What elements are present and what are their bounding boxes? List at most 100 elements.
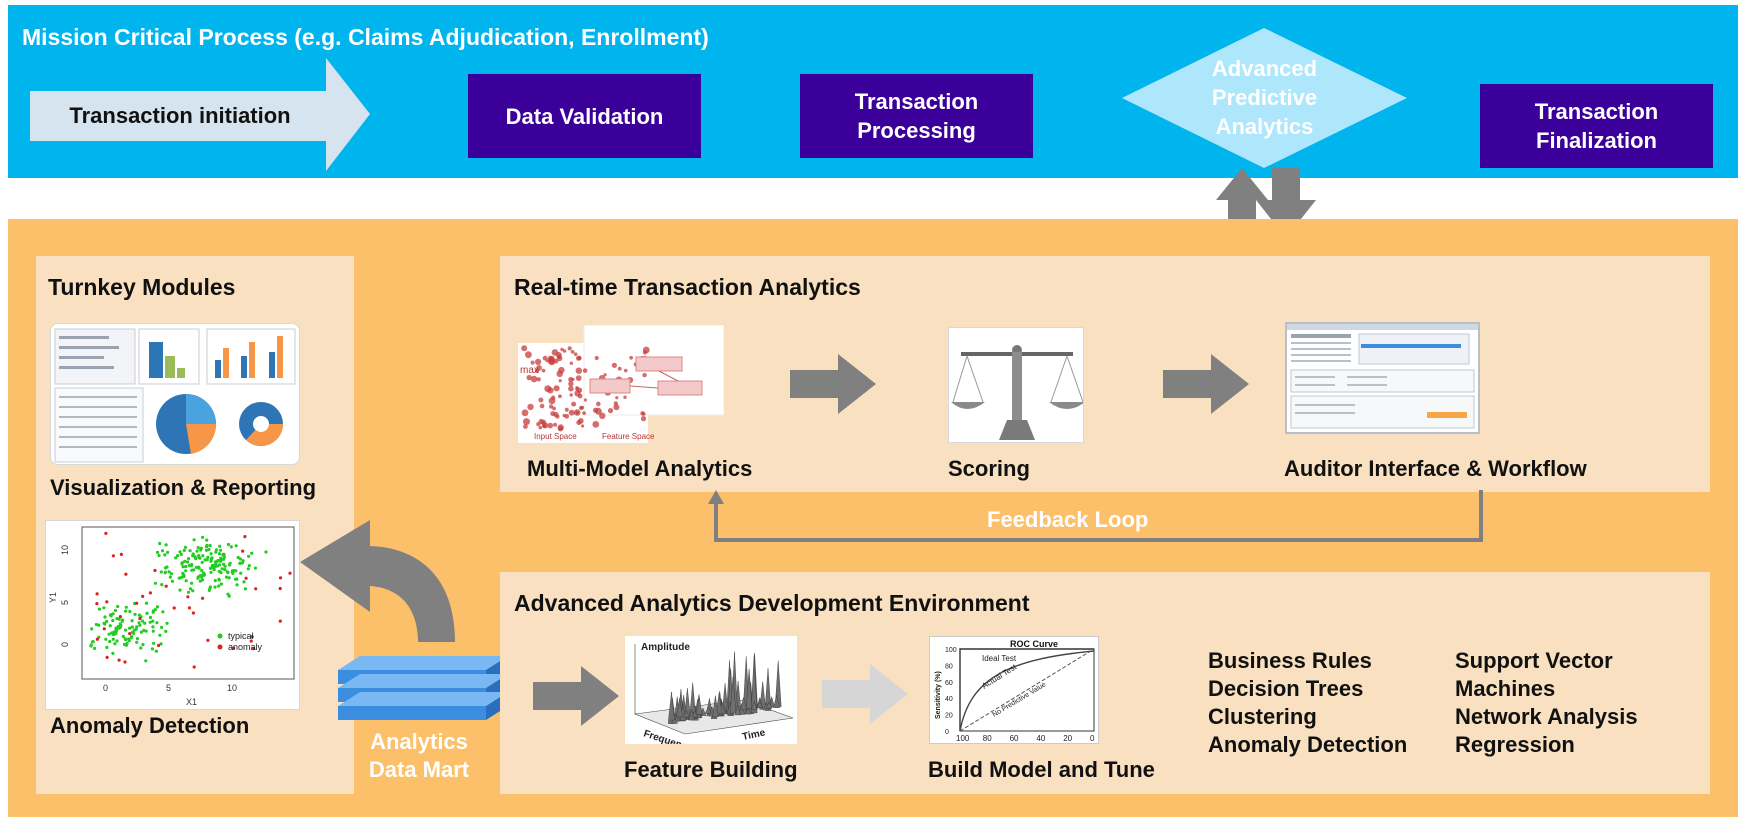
roc-ytick: 100: [945, 647, 957, 654]
scatter-dot: [165, 621, 169, 625]
scatter-dot: [144, 601, 149, 605]
scatter-dot: [90, 640, 95, 644]
scatter-dot: [195, 549, 199, 553]
multi-model-dot: [556, 370, 563, 378]
scatter-dot: [217, 569, 221, 573]
multi-model-dot: [557, 426, 564, 432]
scatter-dot: [145, 611, 149, 615]
surface-spike: [765, 701, 773, 709]
scatter-dot: [135, 637, 140, 641]
scatter-dot: [90, 627, 94, 631]
scatter-dot: [111, 612, 115, 616]
scatter-dot: [180, 562, 184, 566]
scatter-dot: [89, 644, 93, 648]
scatter-dot: [108, 639, 112, 644]
roc-xtick: 0: [1090, 734, 1095, 743]
scatter-dot: [153, 581, 157, 585]
multi-model-label: Multi-Model Analytics: [527, 456, 753, 481]
technique-regression: Regression: [1455, 732, 1575, 757]
predictive-analytics-step: Advanced Predictive Analytics: [1122, 28, 1407, 168]
scatter-dot: [148, 620, 152, 624]
scatter-dot: [164, 629, 168, 633]
roc-ytick: 0: [945, 729, 949, 736]
multi-model-dot: [577, 387, 583, 393]
scatter-dot: [127, 637, 131, 641]
multi-model-dot: [603, 373, 607, 377]
scatter-dot: [209, 559, 213, 563]
scatter-dot: [118, 622, 122, 626]
roc-xtick: 60: [1010, 734, 1019, 743]
multi-model-dot: [558, 379, 562, 383]
multi-model-dot: [523, 418, 530, 426]
transaction-processing-line2: Processing: [857, 118, 976, 143]
scatter-dot: [188, 549, 192, 553]
techniques-list-right: Support Vector Machines Network Analysis…: [1455, 647, 1638, 759]
scatter-dot: [95, 602, 99, 606]
scatter-dot: [113, 608, 117, 613]
scatter-dot: [198, 574, 202, 578]
scatter-dot: [243, 535, 247, 539]
scatter-dot: [105, 645, 109, 649]
scatter-dot: [120, 619, 124, 623]
scatter-dot: [243, 587, 247, 591]
multi-model-dot: [548, 397, 556, 405]
multi-model-dot: [642, 350, 648, 355]
multi-model-dot: [544, 385, 552, 393]
scatter-dot: [105, 655, 109, 659]
auditor-interface-image: [1285, 322, 1480, 434]
scatter-dot: [213, 585, 217, 589]
scatter-dot: [190, 568, 194, 572]
scatter-dot: [224, 575, 229, 579]
scatter-dot: [107, 632, 111, 636]
scatter-dot: [181, 572, 185, 577]
scatter-dot: [250, 635, 254, 639]
multi-model-dot: [640, 416, 647, 422]
scatter-dot: [242, 580, 246, 584]
scatter-dot: [240, 561, 244, 565]
scatter-dot: [189, 564, 193, 568]
multi-model-dot: [617, 366, 622, 371]
scatter-dot: [105, 619, 109, 624]
scatter-dot: [201, 535, 205, 539]
scatter-dot: [288, 571, 292, 575]
scatter-ytick-5: 5: [60, 600, 70, 605]
multi-model-dot: [575, 411, 579, 415]
scatter-dot: [207, 588, 211, 592]
multi-model-dot: [579, 405, 584, 411]
multi-model-dot: [567, 346, 572, 351]
multi-model-dot: [629, 355, 633, 360]
scatter-dot: [144, 659, 148, 663]
scatter-dot: [105, 600, 109, 604]
arrow-to-scoring-icon: [790, 354, 876, 414]
surface-spike: [773, 695, 780, 708]
roc-ytick: 60: [945, 680, 953, 687]
multi-model-dot: [525, 351, 532, 359]
scatter-points: [89, 531, 292, 669]
multi-model-dot: [575, 375, 582, 381]
scatter-dot: [157, 643, 161, 648]
scatter-dot: [159, 570, 163, 574]
scatter-dot: [167, 570, 171, 574]
scatter-dot: [213, 579, 217, 583]
scatter-dot: [184, 579, 188, 583]
feature-building-label: Feature Building: [624, 757, 798, 782]
transaction-finalization-line1: Transaction: [1534, 99, 1659, 124]
scatter-dot: [218, 544, 222, 548]
scatter-dot: [135, 640, 139, 644]
surface-spike: [729, 676, 737, 714]
roc-title: ROC Curve: [1010, 639, 1058, 649]
multi-model-dot: [553, 385, 560, 392]
predictive-diamond-shape: [1122, 28, 1407, 168]
amplitude-label: Amplitude: [641, 642, 690, 653]
scatter-dot: [213, 560, 217, 564]
scatter-dot: [218, 563, 222, 567]
scatter-dot: [138, 616, 142, 621]
feature-surface-image: Amplitude Frequency Time: [625, 636, 797, 744]
technique-network-analysis: Network Analysis: [1455, 704, 1638, 729]
scatter-dot: [134, 627, 138, 631]
scatter-dot: [153, 568, 157, 573]
arrow-to-auditor-icon: [1163, 354, 1249, 414]
scatter-dot: [250, 551, 254, 555]
dev-environment-title: Advanced Analytics Development Environme…: [514, 590, 1030, 616]
scatter-dot: [154, 649, 158, 653]
